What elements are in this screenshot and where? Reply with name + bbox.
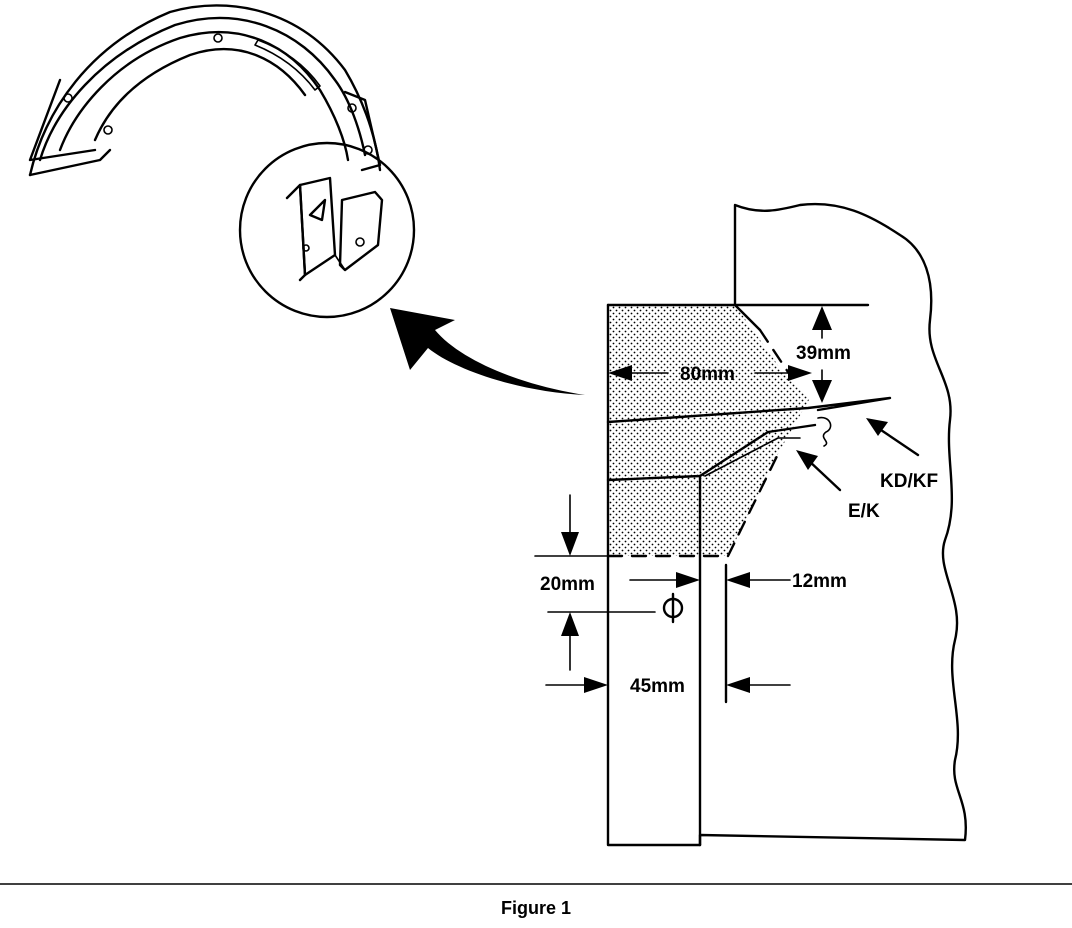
- label-45mm: 45mm: [630, 676, 685, 697]
- detail-circle: [238, 141, 416, 319]
- figure-caption: Figure 1: [500, 898, 571, 918]
- label-ek: E/K: [848, 501, 880, 522]
- hole-center-symbol: [662, 592, 684, 624]
- dimension-80mm: 80mm: [608, 364, 812, 385]
- curved-pointer-arrow: [390, 308, 585, 395]
- label-12mm: 12mm: [792, 571, 847, 592]
- dimension-39mm: 39mm: [796, 306, 851, 403]
- wheelhouse-liner-illustration: [28, 4, 416, 319]
- label-kdkf: KD/KF: [880, 471, 938, 492]
- label-80mm: 80mm: [680, 364, 735, 385]
- dimension-45mm: 45mm: [545, 676, 791, 697]
- callout-kdkf: KD/KF: [866, 418, 938, 492]
- dimension-12mm: 12mm: [629, 563, 847, 704]
- label-39mm: 39mm: [796, 343, 851, 364]
- label-20mm: 20mm: [540, 574, 595, 595]
- shaded-cut-area: [608, 305, 810, 556]
- body-panel: [698, 202, 967, 847]
- dimension-20mm: 20mm: [534, 494, 656, 671]
- callout-ek: E/K: [796, 450, 880, 522]
